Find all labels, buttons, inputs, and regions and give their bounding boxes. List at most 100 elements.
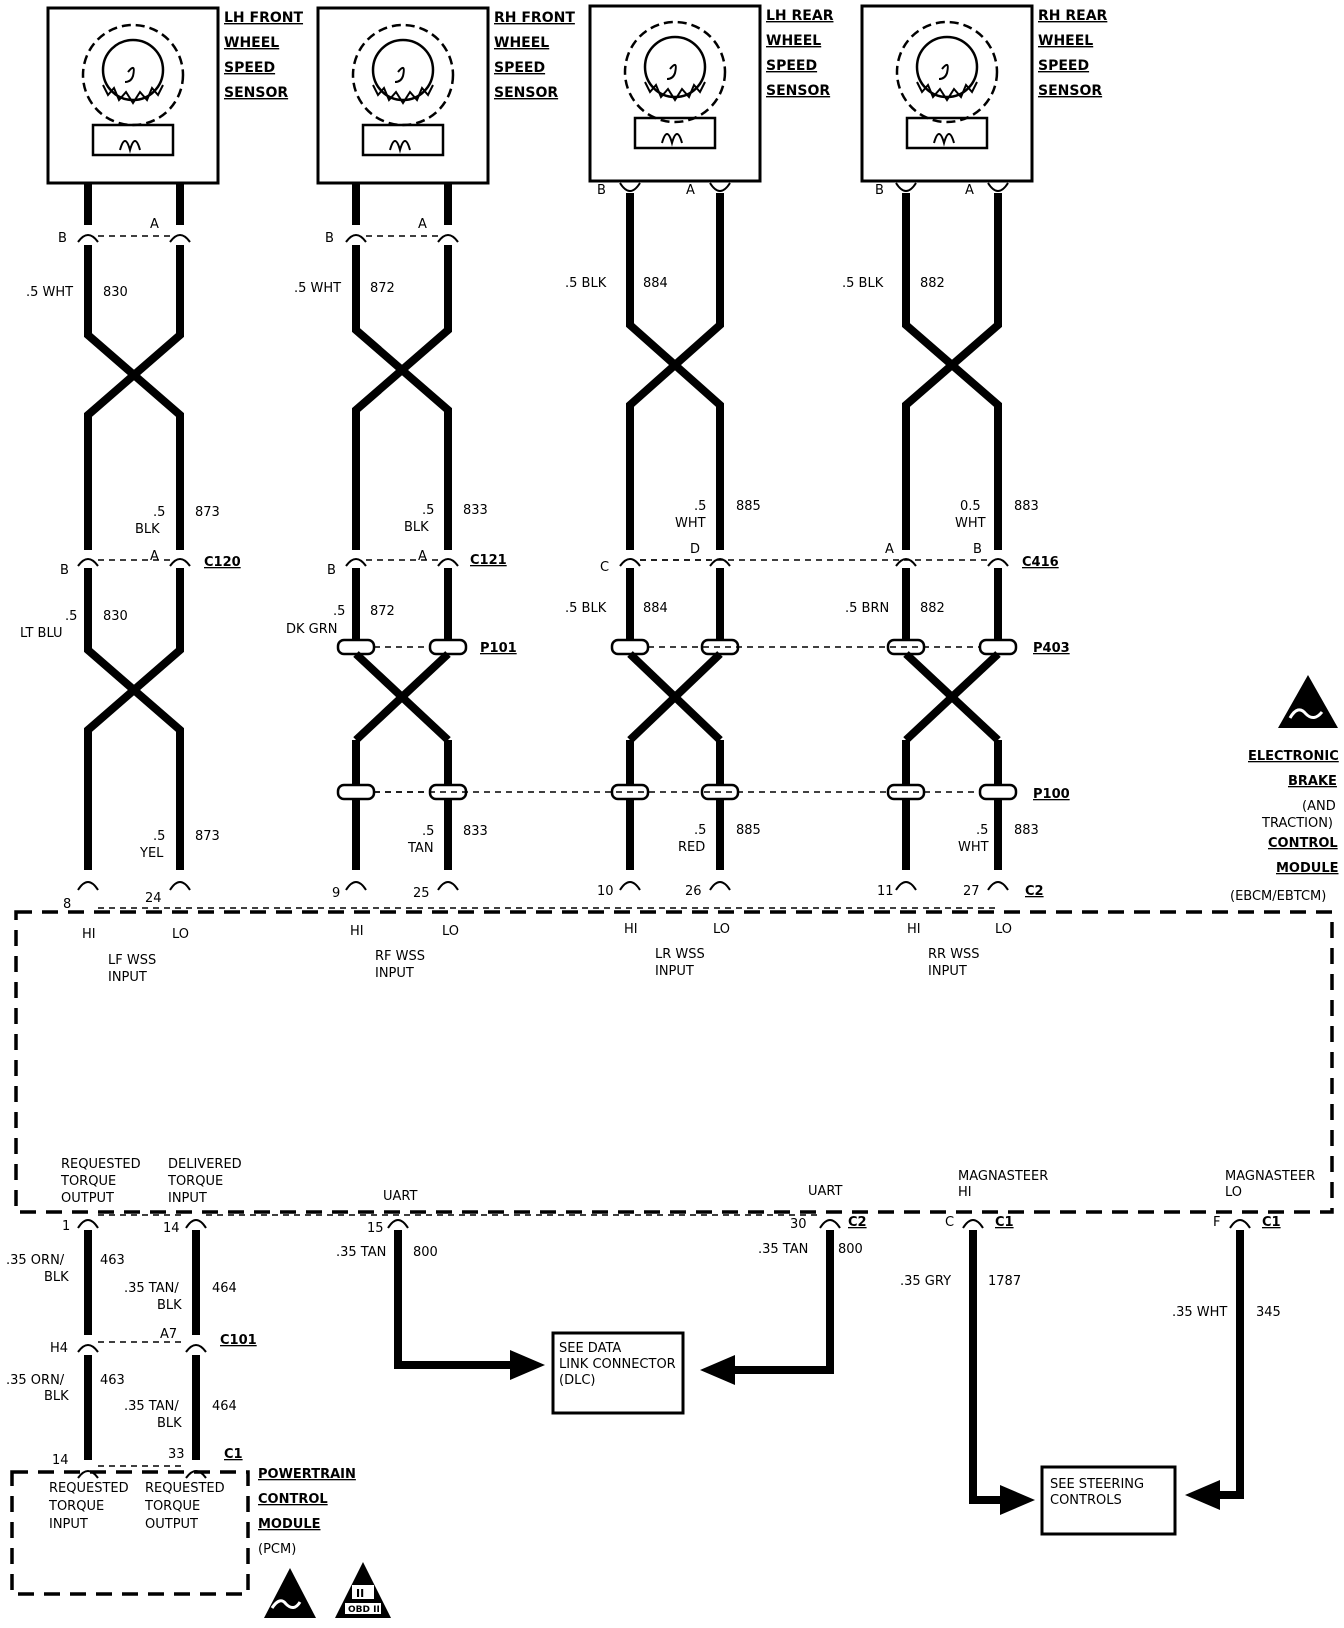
wire-color-label: WHT <box>675 516 706 531</box>
connector-label: C1 <box>1262 1215 1281 1230</box>
wire-number-label: 800 <box>413 1245 438 1260</box>
wire-size-label: .5 BLK <box>842 276 884 291</box>
dlc-label: LINK CONNECTOR <box>559 1357 676 1372</box>
wire-color-label: BLK <box>44 1389 69 1404</box>
lf-wss-circuit <box>77 183 191 891</box>
connector-label: C1 <box>995 1215 1014 1230</box>
obd-label: OBD II <box>348 1605 380 1615</box>
splice-label: P101 <box>480 641 517 656</box>
pin-label: A <box>418 217 427 232</box>
sensor-name-line: SENSOR <box>224 85 288 101</box>
ebcm-name-line: CONTROL <box>1268 836 1338 851</box>
connector-label: C120 <box>204 555 241 570</box>
sensor-name-line: LH FRONT <box>224 10 303 26</box>
wire-size-label: .5 <box>694 499 706 514</box>
wire-number-label: 872 <box>370 604 395 619</box>
sensor-name-line: WHEEL <box>1038 33 1093 49</box>
wire-number-label: 883 <box>1014 499 1039 514</box>
hi-label: HI <box>350 924 364 939</box>
magnasteer-hi-label: MAGNASTEER <box>958 1169 1048 1184</box>
lo-label: LO <box>713 922 730 937</box>
module-pin-label: 24 <box>145 891 162 906</box>
pin-label: 14 <box>52 1453 69 1468</box>
wire-number-label: 883 <box>1014 823 1039 838</box>
pin-label: 14 <box>163 1221 180 1236</box>
sensor-name-line: RH REAR <box>1038 8 1108 24</box>
pcm-input-label: REQUESTED <box>49 1481 129 1496</box>
wire-color-label: LT BLU <box>20 626 63 641</box>
connector-label: C2 <box>1025 884 1044 899</box>
input-label: LF WSS <box>108 953 156 968</box>
sensor-name-line: SENSOR <box>494 85 558 101</box>
lh-front-wheel-speed-sensor: LH FRONT WHEEL SPEED SENSOR <box>46 6 303 185</box>
pin-label: C <box>600 560 609 575</box>
wire-color-label: DK GRN <box>286 622 338 637</box>
module-pin-label: 9 <box>332 886 340 901</box>
pin-label: B <box>325 231 334 246</box>
obd-ii-icon: II OBD II <box>335 1562 391 1618</box>
rf-wss-circuit <box>336 183 468 891</box>
req-torque-out-label: OUTPUT <box>61 1191 114 1206</box>
wire-color-label: BLK <box>157 1416 182 1431</box>
wire-size-label: .5 <box>65 609 77 624</box>
wire-size-label: .5 WHT <box>294 281 341 296</box>
pcm-output-label: TORQUE <box>144 1499 200 1514</box>
pin-label: B <box>875 183 884 198</box>
module-pin-label: 8 <box>63 897 71 912</box>
pin-label: B <box>327 563 336 578</box>
module-pin-label: 26 <box>685 884 702 899</box>
pin-label: F <box>1213 1215 1220 1230</box>
wire-size-label: .35 TAN/ <box>124 1281 179 1296</box>
connector-label: C416 <box>1022 555 1059 570</box>
splice-label: P403 <box>1033 641 1070 656</box>
sensor-name-line: RH FRONT <box>494 10 575 26</box>
sensor-name-line: SPEED <box>766 58 817 74</box>
connector-label: C2 <box>848 1215 867 1230</box>
pin-label: A7 <box>160 1327 177 1342</box>
wire-size-label: .5 BRN <box>845 601 889 616</box>
module-pin-label: 10 <box>597 884 614 899</box>
ebcm-name-line: MODULE <box>1276 861 1339 876</box>
steering-controls-box <box>1040 1465 1177 1536</box>
wire-size-label: .35 WHT <box>1172 1305 1227 1320</box>
wire-number-label: 885 <box>736 823 761 838</box>
dlc-label: SEE DATA <box>559 1341 621 1356</box>
pcm-output-label: OUTPUT <box>145 1517 198 1532</box>
input-label: INPUT <box>375 966 414 981</box>
hi-label: HI <box>624 922 638 937</box>
input-label: LR WSS <box>655 947 705 962</box>
pin-label: A <box>965 183 974 198</box>
rh-rear-wheel-speed-sensor: RH REAR WHEEL SPEED SENSOR <box>860 4 1108 183</box>
connector-label: C101 <box>220 1333 257 1348</box>
sensor-name-line: WHEEL <box>224 35 279 51</box>
sensor-name-line: SENSOR <box>1038 83 1102 99</box>
rh-front-wheel-speed-sensor: RH FRONT WHEEL SPEED SENSOR <box>316 6 575 185</box>
rr-wss-circuit <box>886 182 1018 891</box>
wire-number-label: 884 <box>643 601 668 616</box>
lo-label: LO <box>172 927 189 942</box>
pin-label: B <box>597 183 606 198</box>
wire-color-label: BLK <box>135 522 160 537</box>
splice-label: P100 <box>1033 787 1070 802</box>
wire-number-label: 830 <box>103 609 128 624</box>
pin-label: A <box>150 217 159 232</box>
sensor-name-line: SPEED <box>224 60 275 76</box>
pin-label: A <box>686 183 695 198</box>
obd-roman-label: II <box>356 1587 364 1600</box>
wire-size-label: .5 <box>976 823 988 838</box>
wire-size-label: .5 <box>694 823 706 838</box>
wire-number-label: 800 <box>838 1242 863 1257</box>
steering-label: SEE STEERING <box>1050 1477 1144 1492</box>
ebcm-name-line: (AND <box>1302 799 1336 814</box>
wire-number-label: 345 <box>1256 1305 1281 1320</box>
pcm-name-line: (PCM) <box>258 1542 296 1557</box>
wire-size-label: .35 TAN <box>336 1245 386 1260</box>
ebcm-name-line: TRACTION) <box>1261 816 1333 831</box>
pin-label: 30 <box>790 1217 807 1232</box>
magnasteer-lo-label: MAGNASTEER <box>1225 1169 1315 1184</box>
wire-number-label: 882 <box>920 601 945 616</box>
wire-number-label: 463 <box>100 1253 125 1268</box>
wire-size-label: .35 GRY <box>900 1274 951 1289</box>
ebcm-name-line: BRAKE <box>1288 774 1337 789</box>
